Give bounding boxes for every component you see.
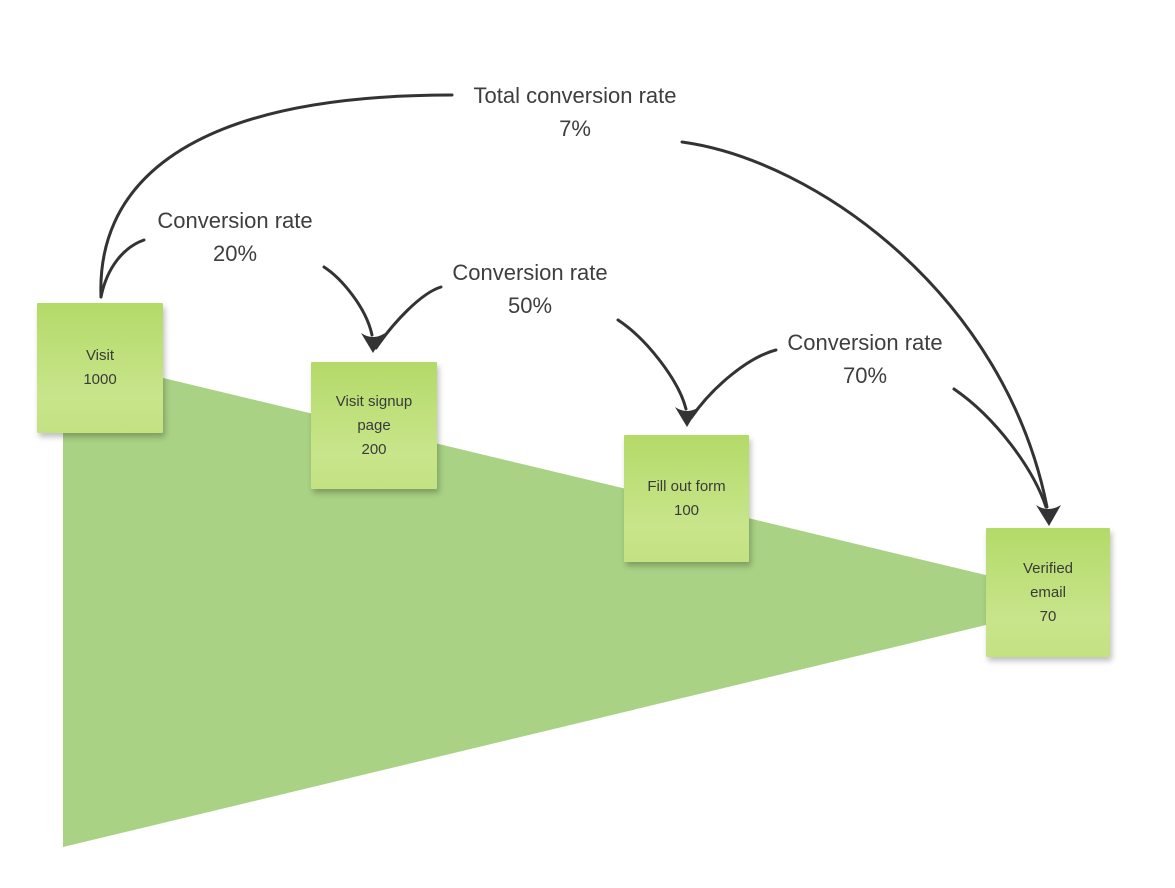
note-line: Verified <box>1022 559 1074 577</box>
sticky-note-fill-out-form[interactable]: Fill out form 100 <box>624 435 749 562</box>
note-line: Visit <box>85 347 115 364</box>
note-line: Visit signup <box>335 392 413 410</box>
note-line: email <box>1030 583 1066 601</box>
funnel-triangle-shape[interactable] <box>63 354 1090 847</box>
annotation-conversion-rate-70[interactable]: Conversion rate 70% <box>685 326 1045 392</box>
annotation-value: 70% <box>842 363 888 388</box>
sticky-note-visit-signup-page[interactable]: Visit signup page 200 <box>311 362 437 489</box>
note-line: Fill out form <box>647 477 726 495</box>
note-line: 70 <box>1039 607 1057 625</box>
annotation-label: Conversion rate <box>452 260 608 285</box>
annotation-conversion-rate-50[interactable]: Conversion rate 50% <box>350 256 710 322</box>
note-line: page <box>357 416 391 434</box>
note-line: 200 <box>361 440 387 458</box>
annotation-label: Total conversion rate <box>473 83 677 108</box>
annotation-label: Conversion rate <box>787 330 943 355</box>
annotation-value: 50% <box>507 293 553 318</box>
sticky-note-visit[interactable]: Visit 1000 <box>37 303 163 433</box>
annotation-total-conversion-rate[interactable]: Total conversion rate 7% <box>395 79 755 145</box>
note-line: 100 <box>673 501 700 519</box>
annotation-value: 7% <box>559 116 591 141</box>
sticky-note-verified-email[interactable]: Verified email 70 <box>986 528 1110 657</box>
note-line: 1000 <box>83 371 117 388</box>
annotation-label: Conversion rate <box>157 208 313 233</box>
